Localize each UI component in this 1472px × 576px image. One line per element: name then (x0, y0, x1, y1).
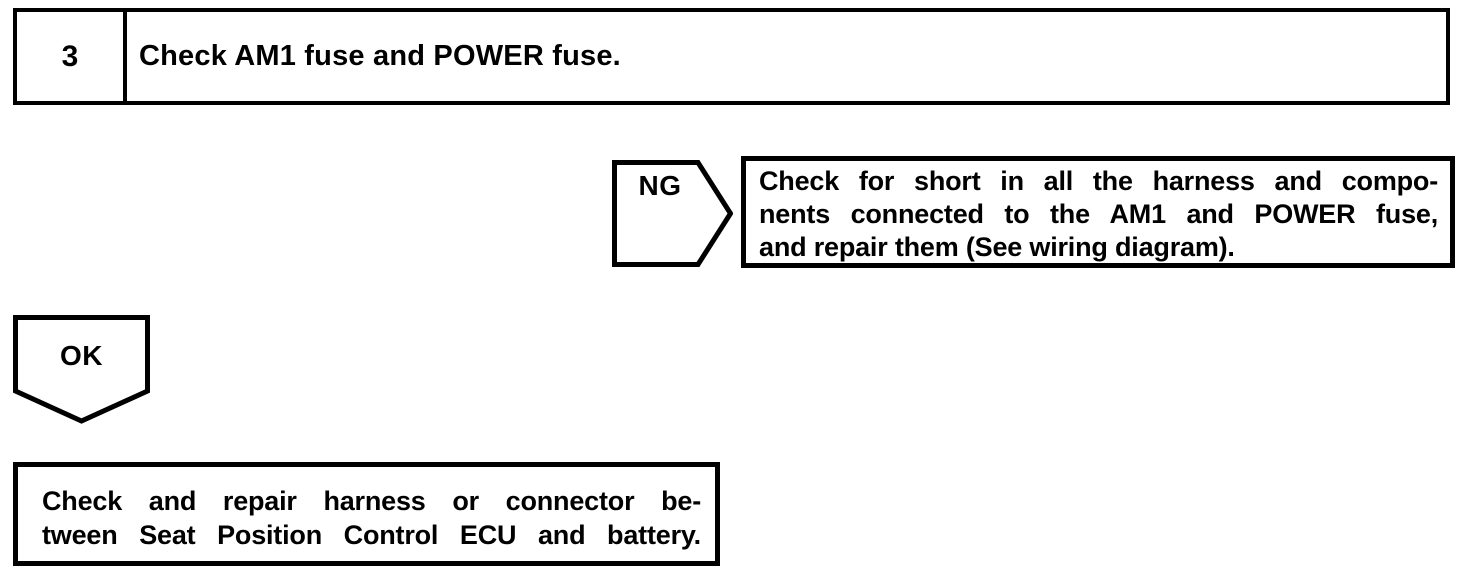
ok-label: OK (60, 340, 103, 371)
ng-pentagon-right-arrow-icon (612, 160, 733, 267)
ng-action-line-2: nents connected to the AM1 and POWER fus… (759, 199, 1438, 229)
ok-action-line-2: tween Seat Position Control ECU and batt… (42, 520, 701, 550)
ok-connector: OK (13, 315, 150, 424)
ng-action-line-1: Check for short in all the harness and c… (759, 166, 1438, 196)
step-instruction: Check AM1 fuse and POWER fuse. (139, 40, 621, 72)
ok-action-line-1: Check and repair harness or connector be… (42, 486, 701, 516)
ok-pentagon-down-arrow-icon (13, 315, 150, 424)
ng-action-box: Check for short in all the harness and c… (741, 156, 1455, 268)
ng-connector: NG (612, 160, 733, 267)
ng-action-line-3: and repair them (See wiring diagram). (759, 232, 1235, 262)
ok-action-box: Check and repair harness or connector be… (13, 462, 720, 566)
ng-label: NG (638, 170, 682, 201)
step-number: 3 (17, 12, 127, 101)
step-header-box: 3 Check AM1 fuse and POWER fuse. (13, 8, 1450, 105)
